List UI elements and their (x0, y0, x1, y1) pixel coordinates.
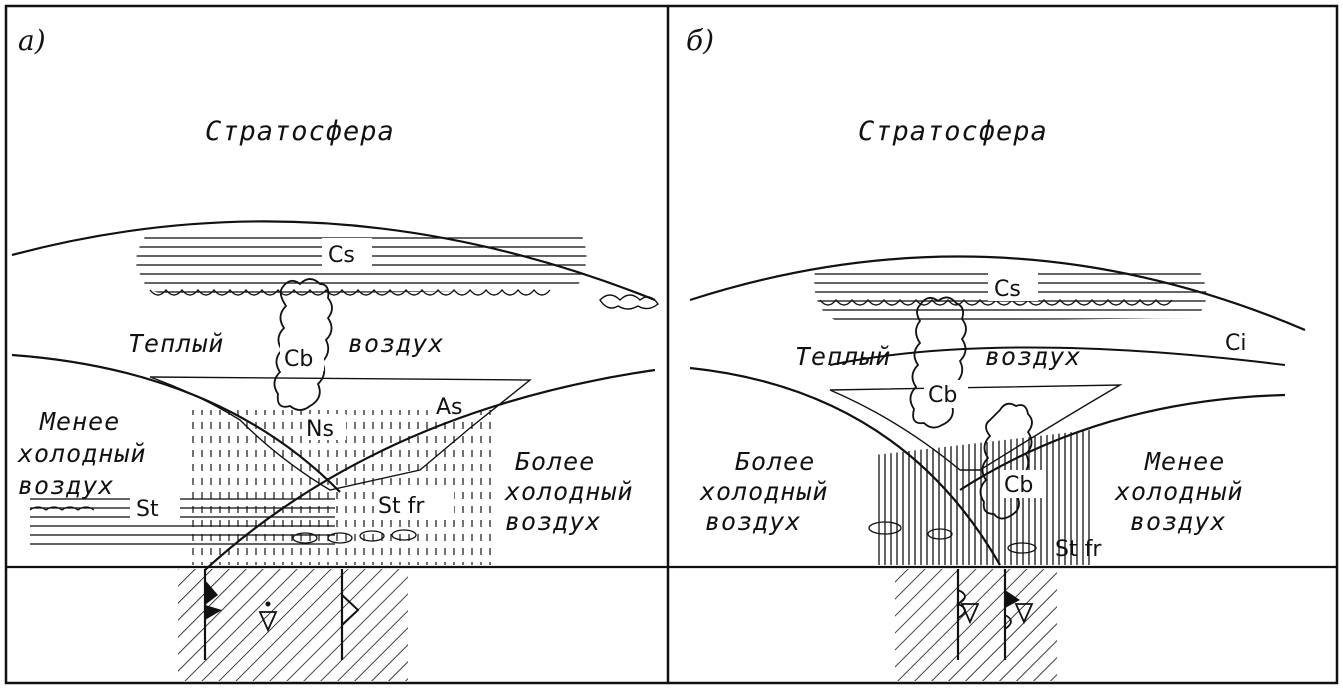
panel-a-cs-label: Cs (328, 243, 355, 268)
panel-b-right-air-3: воздух (1130, 507, 1226, 536)
panel-b-tropopause (689, 255, 1306, 332)
panel-a-st-label: St (136, 497, 159, 522)
panel-b-cb-label-1: Cb (928, 383, 957, 408)
panel-a-as-label: As (436, 395, 463, 420)
panel-b-upper-front (829, 346, 1286, 366)
panel-b-stfr-label: St fr (1055, 537, 1102, 562)
panel-a-stfr-label: St fr (378, 494, 425, 519)
panel-b-cb-cloud-2: Cb (979, 402, 1044, 520)
frame (4, 4, 1339, 685)
panel-a-ns-label: Ns (306, 417, 334, 442)
panel-b-ci-label: Ci (1225, 331, 1246, 356)
panel-a-small-cloud (599, 294, 659, 310)
panel-b-left-air-3: воздух (705, 507, 801, 536)
panel-a-left-air-1: Менее (39, 407, 120, 436)
panel-a-warm-air-1: Теплый (128, 329, 224, 358)
panel-a-right-air-2: холодный (504, 477, 633, 506)
panel-a-left-air-3: воздух (18, 471, 114, 500)
panel-b-stfr-clouds: St fr (868, 521, 1102, 562)
panel-a-tag: а) (18, 24, 46, 57)
panel-b-left-air-2: холодный (699, 477, 828, 506)
panel-b-cs-cloud: Cs (814, 270, 1207, 322)
panel-a-left-air-2: холодный (17, 439, 146, 468)
panel-b-stratosphere-label: Стратосфера (858, 116, 1048, 147)
panel-a-right-air-3: воздух (505, 507, 601, 536)
panel-b-cb-label-2: Cb (1004, 473, 1033, 498)
panel-b-left-air-1: Более (735, 447, 815, 476)
panel-a-right-air-1: Более (515, 447, 595, 476)
panel-b-cs-label: Cs (994, 277, 1021, 302)
panel-a-cb-cloud: Cb (273, 278, 333, 411)
panel-b-tag: б) (686, 24, 714, 57)
panel-b-warm-front (959, 393, 1286, 491)
panel-b-cold-front (689, 366, 1001, 566)
panel-b-cb-cloud-1: Cb (909, 296, 968, 429)
panel-a-stfr-clouds: St fr (292, 490, 454, 544)
panel-b-right-air-2: холодный (1114, 477, 1243, 506)
panel-b: б) Стратосфера Cs Ci Теплый воздух Cb (686, 24, 1306, 681)
panel-a: а) Стратосфера Cs Теплый воздух Cb As Ns (11, 24, 659, 681)
panel-b-shower-icon-1 (960, 603, 980, 625)
panel-b-right-air-1: Менее (1144, 447, 1225, 476)
panel-a-stratosphere-label: Стратосфера (205, 116, 395, 147)
panel-a-cb-label: Cb (284, 347, 313, 372)
panel-b-shower-icon-2 (1014, 603, 1034, 625)
panel-a-cs-cloud: Cs (136, 230, 587, 296)
panel-a-warm-air-2: воздух (348, 329, 444, 358)
panel-a-ground-precip (178, 569, 408, 681)
panel-a-shower-icon (258, 611, 278, 633)
panel-b-as-cloud (829, 384, 1123, 471)
panel-b-ground-precip (895, 569, 1057, 681)
panel-a-st-cloud (30, 495, 335, 545)
panel-b-warm-air-2: воздух (985, 342, 1081, 371)
panel-a-warm-front (11, 353, 341, 493)
